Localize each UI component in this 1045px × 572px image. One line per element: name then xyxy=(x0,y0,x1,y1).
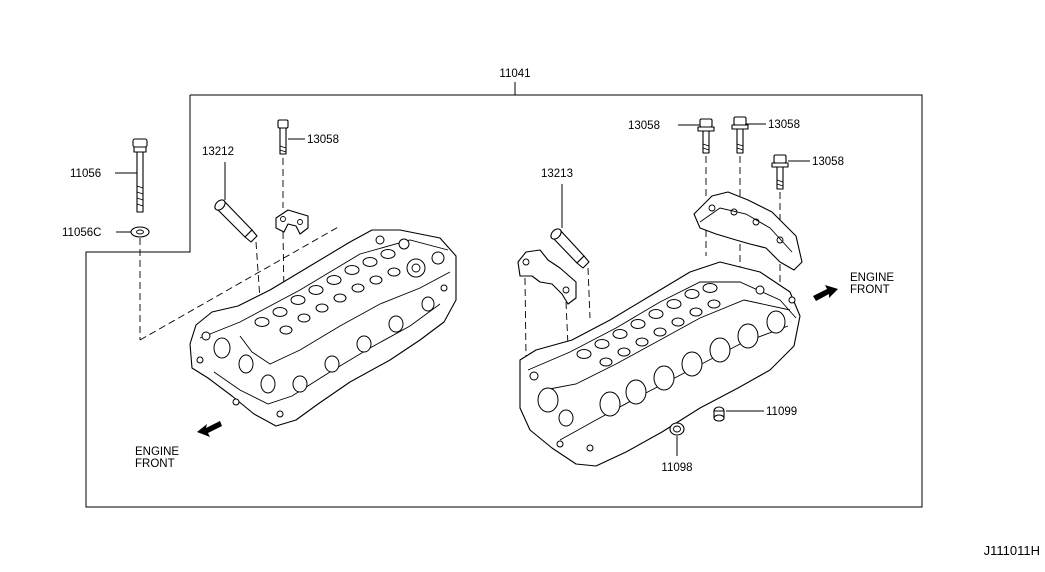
callout-bolt-13058-right: 13058 xyxy=(812,156,844,168)
sleeve-13213-part xyxy=(550,228,590,269)
cam-bracket-left-part xyxy=(275,209,309,235)
engine-front-right-line2: FRONT xyxy=(850,284,890,296)
cam-cap-carrier-part xyxy=(693,191,803,271)
callout-bolt-13058-top-b: 13058 xyxy=(768,119,800,131)
bolt-13058-left-part xyxy=(277,119,289,155)
plug-11098-part xyxy=(669,422,685,436)
engine-front-arrow-left xyxy=(197,421,222,437)
engine-front-right-line1: ENGINE xyxy=(850,272,894,284)
engine-front-arrow-right xyxy=(813,285,838,301)
engine-front-left-line2: FRONT xyxy=(135,458,175,470)
callout-sleeve-13212: 13212 xyxy=(202,146,234,158)
sleeve-13212-part xyxy=(214,199,258,243)
washer-11056c-part xyxy=(130,226,150,238)
engine-front-left-line1: ENGINE xyxy=(135,446,179,458)
cylinder-head-left xyxy=(189,229,457,427)
bolt-11056-part xyxy=(132,138,148,213)
bolt-13058-right-part xyxy=(771,154,789,190)
footer-code: J111011H xyxy=(984,543,1040,558)
assembly-label: 11041 xyxy=(499,68,530,80)
callout-sleeve-13213: 13213 xyxy=(541,168,573,180)
callout-washer-11056c-text: 11056C xyxy=(62,227,101,239)
plug-11099-part xyxy=(713,406,725,422)
cam-bracket-right-part xyxy=(517,249,577,305)
callout-plug-11098: 11098 xyxy=(661,462,692,474)
assembly-outline xyxy=(85,94,923,508)
bolt-13058-top-a-part xyxy=(697,118,715,154)
bolt-13058-top-b-part xyxy=(731,116,749,154)
callout-bolt-13058-left: 13058 xyxy=(307,134,339,146)
callout-bolt-11056: 11056 xyxy=(70,168,101,180)
callout-plug-11099: 11099 xyxy=(766,406,797,418)
cylinder-head-right xyxy=(519,261,801,467)
callout-bolt-13058-top-a: 13058 xyxy=(628,120,660,132)
